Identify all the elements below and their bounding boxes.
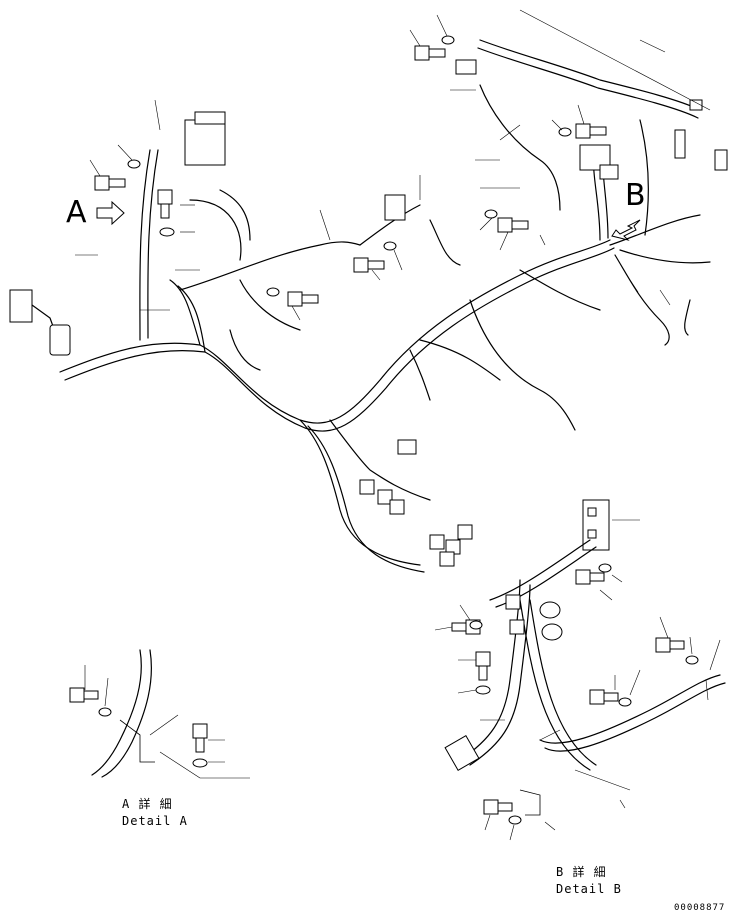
detail-b-subtitle: Detail B: [556, 882, 622, 896]
part-number: 00008877: [674, 903, 725, 913]
leader-lines: [75, 9, 711, 321]
fasteners: [94, 35, 607, 307]
detail-a-subtitle: Detail A: [122, 814, 188, 828]
detail-a-title: A 詳 細: [122, 796, 173, 811]
detail-b-title: B 詳 細: [556, 864, 607, 879]
view-marker-b: B: [611, 178, 646, 241]
detail-a-view: A 詳 細 Detail A: [69, 649, 250, 828]
view-marker-a: A: [66, 195, 125, 230]
connectors: [9, 59, 728, 567]
main-harness-bundle: [59, 39, 711, 573]
detail-b-view: B 詳 細 Detail B: [434, 499, 726, 896]
marker-label-a: A: [66, 195, 87, 230]
marker-label-b: B: [625, 178, 646, 213]
